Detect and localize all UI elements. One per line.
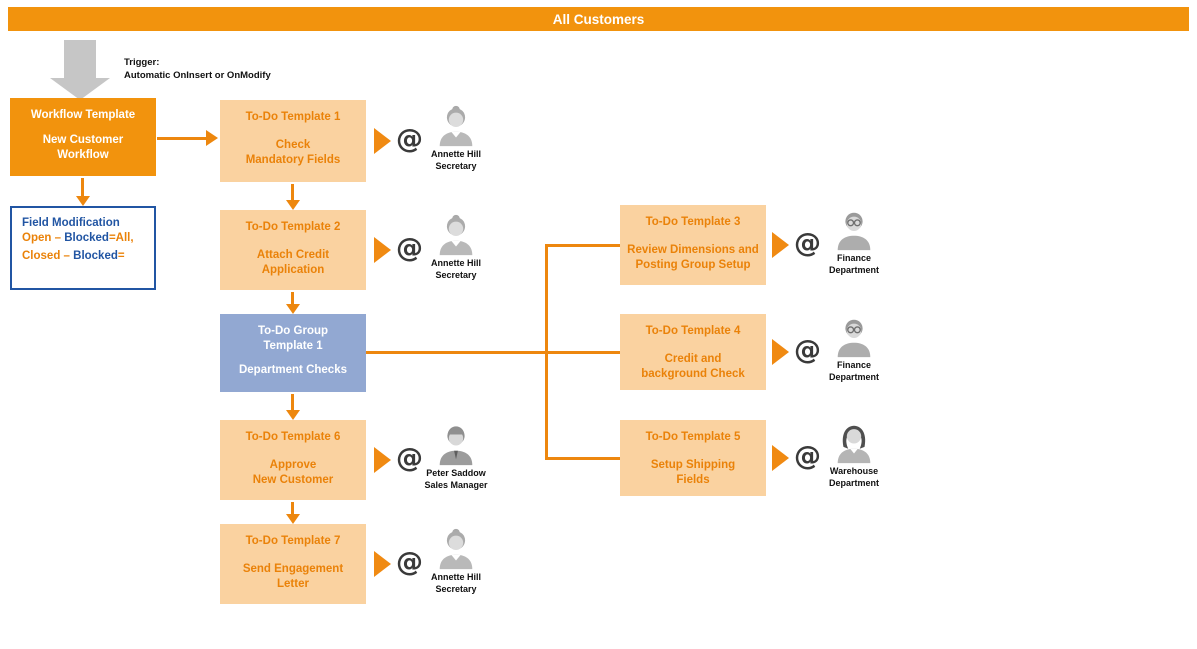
assignee-role: Sales Manager — [424, 479, 488, 490]
todo-template-3-subtitle: Review Dimensions and Posting Group Setu… — [627, 243, 759, 271]
todo-template-7-title: To-Do Template 7 — [245, 535, 341, 547]
play-triangle-icon — [374, 447, 391, 473]
connector-todo2-group — [291, 292, 294, 305]
todo-template-1-subtitle: Check Mandatory Fields — [245, 138, 341, 166]
assignee-role: Secretary — [435, 160, 477, 171]
at-symbol-icon: @ — [396, 233, 423, 264]
person-avatar-icon — [433, 526, 479, 572]
assignee-name: Annette Hill — [430, 572, 481, 582]
assignee-role: Secretary — [435, 269, 477, 280]
assignee-todo3: Finance Department — [808, 207, 900, 276]
todo-template-3-title: To-Do Template 3 — [645, 216, 741, 228]
assignee-todo6: Peter Saddow Sales Manager — [410, 422, 502, 491]
field-modification-line1: Open – Blocked=All, — [22, 232, 134, 244]
field-modification-title: Field Modification — [22, 217, 120, 229]
todo-template-1-title: To-Do Template 1 — [245, 111, 341, 123]
person-avatar-icon — [433, 422, 479, 468]
connector-branch-trunk — [545, 244, 548, 460]
todo-group-template-1-subtitle: Department Checks — [238, 363, 347, 376]
todo-template-4-box: To-Do Template 4 Credit and background C… — [620, 314, 766, 390]
connector-todo1-todo2 — [291, 184, 294, 201]
connector-wt-todo1-arrowhead-icon — [206, 130, 218, 146]
at-symbol-icon: @ — [794, 441, 821, 472]
connector-todo6-todo7-arrowhead-icon — [286, 514, 300, 524]
assignee-todo7: Annette Hill Secretary — [410, 526, 502, 595]
assignee-todo5: Warehouse Department — [808, 420, 900, 489]
todo-group-template-1-title: To-Do Group Template 1 — [257, 325, 329, 352]
workflow-template-title: Workflow Template — [30, 109, 136, 121]
todo-template-2-subtitle: Attach Credit Application — [256, 248, 330, 276]
assignee-name: Finance — [836, 253, 871, 263]
todo-template-2-title: To-Do Template 2 — [245, 221, 341, 233]
todo-template-3-box: To-Do Template 3 Review Dimensions and P… — [620, 205, 766, 285]
connector-todo2-group-arrowhead-icon — [286, 304, 300, 314]
workflow-template-box: Workflow Template New Customer Workflow — [10, 98, 156, 176]
assignee-name: Warehouse — [829, 466, 879, 476]
todo-template-6-title: To-Do Template 6 — [245, 431, 341, 443]
connector-group-todo6 — [291, 394, 294, 411]
connector-branch-todo5 — [548, 457, 620, 460]
person-avatar-icon — [433, 103, 479, 149]
person-avatar-icon — [831, 420, 877, 466]
todo-template-6-box: To-Do Template 6 Approve New Customer — [220, 420, 366, 500]
todo-group-template-1-box: To-Do Group Template 1 Department Checks — [220, 314, 366, 392]
assignee-role: Secretary — [435, 583, 477, 594]
assignee-name: Annette Hill — [430, 149, 481, 159]
all-customers-banner: All Customers — [8, 7, 1189, 31]
connector-group-todo6-arrowhead-icon — [286, 410, 300, 420]
todo-template-7-box: To-Do Template 7 Send Engagement Letter — [220, 524, 366, 604]
connector-todo6-todo7 — [291, 502, 294, 515]
todo-template-5-title: To-Do Template 5 — [645, 431, 741, 443]
assignee-name: Annette Hill — [430, 258, 481, 268]
connector-wt-todo1 — [157, 137, 208, 140]
at-symbol-icon: @ — [794, 228, 821, 259]
connector-todo1-todo2-arrowhead-icon — [286, 200, 300, 210]
play-triangle-icon — [772, 339, 789, 365]
todo-template-1-box: To-Do Template 1 Check Mandatory Fields — [220, 100, 366, 182]
assignee-role: Department — [828, 371, 879, 382]
connector-group-todo4 — [366, 351, 620, 354]
assignee-todo4: Finance Department — [808, 314, 900, 383]
todo-template-7-subtitle: Send Engagement Letter — [242, 562, 344, 590]
person-avatar-icon — [831, 207, 877, 253]
field-modification-line2: Closed – Blocked= — [22, 249, 125, 262]
person-avatar-icon — [433, 212, 479, 258]
assignee-role: Department — [828, 477, 879, 488]
trigger-arrow-icon — [64, 40, 96, 78]
play-triangle-icon — [374, 128, 391, 154]
todo-template-4-subtitle: Credit and background Check — [641, 352, 745, 380]
banner-label: All Customers — [552, 11, 645, 27]
play-triangle-icon — [374, 551, 391, 577]
todo-template-2-box: To-Do Template 2 Attach Credit Applicati… — [220, 210, 366, 290]
trigger-label: Trigger: Automatic OnInsert or OnModify — [124, 57, 271, 81]
connector-wt-fm — [81, 178, 84, 196]
connector-branch-todo3 — [548, 244, 620, 247]
trigger-arrow-head-icon — [50, 78, 110, 100]
play-triangle-icon — [772, 445, 789, 471]
assignee-name: Peter Saddow — [426, 468, 486, 478]
play-triangle-icon — [374, 237, 391, 263]
todo-template-5-box: To-Do Template 5 Setup Shipping Fields — [620, 420, 766, 496]
connector-wt-fm-arrowhead-icon — [76, 196, 90, 206]
todo-template-5-subtitle: Setup Shipping Fields — [650, 458, 736, 486]
at-symbol-icon: @ — [396, 124, 423, 155]
todo-template-6-subtitle: Approve New Customer — [252, 458, 334, 486]
assignee-todo1: Annette Hill Secretary — [410, 103, 502, 172]
workflow-template-subtitle: New Customer Workflow — [42, 133, 124, 161]
person-avatar-icon — [831, 314, 877, 360]
todo-template-4-title: To-Do Template 4 — [645, 325, 741, 337]
at-symbol-icon: @ — [396, 547, 423, 578]
field-modification-box: Field Modification Open – Blocked=All, C… — [10, 206, 156, 290]
play-triangle-icon — [772, 232, 789, 258]
assignee-name: Finance — [836, 360, 871, 370]
assignee-role: Department — [828, 264, 879, 275]
at-symbol-icon: @ — [396, 443, 423, 474]
at-symbol-icon: @ — [794, 335, 821, 366]
assignee-todo2: Annette Hill Secretary — [410, 212, 502, 281]
